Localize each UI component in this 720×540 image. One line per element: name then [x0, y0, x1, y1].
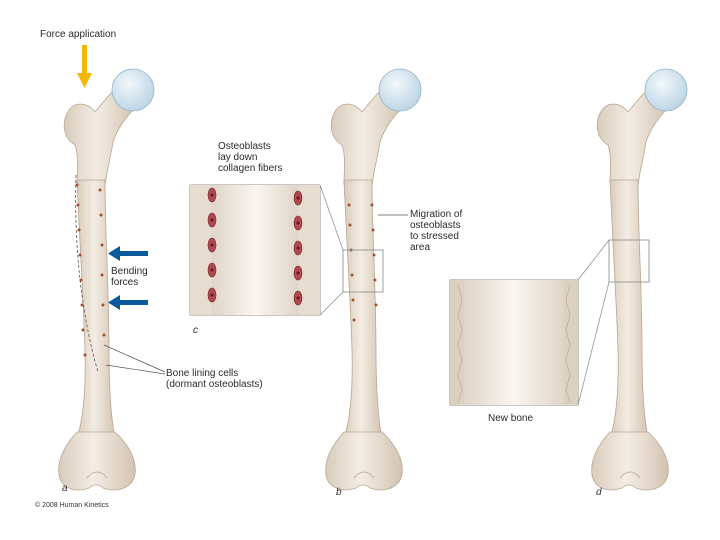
new-bone-label: New bone — [488, 413, 534, 424]
migration-line-4: area — [410, 242, 431, 253]
bending-forces-line-1: Bending — [111, 266, 148, 277]
osteoblast-dots-a — [75, 183, 106, 357]
osteoblasts-lay-down-label: Osteoblasts lay down collagen fibers — [218, 141, 282, 174]
bending-forces-line-2: forces — [111, 277, 139, 288]
bending-forces-label: Bending forces — [111, 266, 148, 288]
osteoblasts-line-1: Osteoblasts — [218, 141, 271, 152]
migration-line-2: osteoblasts — [410, 220, 461, 231]
migration-line-1: Migration of — [410, 209, 463, 220]
panel-letter-b: b — [336, 487, 342, 498]
copyright-notice: © 2008 Human Kinetics — [35, 502, 109, 509]
panel-letter-a: a — [62, 483, 68, 494]
inset-c — [189, 184, 321, 316]
bone-lining-cells-label: Bone lining cells (dormant osteoblasts) — [166, 368, 263, 390]
zoom-leaders-c — [319, 184, 344, 316]
osteoblast-dots-b — [347, 203, 378, 322]
femur-b — [325, 68, 422, 491]
migration-line-3: to stressed — [410, 231, 459, 242]
bending-outline — [75, 174, 99, 373]
bending-arrows — [108, 246, 148, 310]
zoom-leaders-d — [577, 239, 610, 406]
force-application-label: Force application — [40, 29, 117, 40]
panel-letter-c: c — [193, 325, 198, 336]
osteoblasts-line-3: collagen fibers — [218, 163, 283, 174]
force-arrow — [77, 45, 92, 88]
osteoblasts-line-2: lay down — [218, 152, 258, 163]
bone-lining-leaders — [103, 344, 166, 375]
zoom-box-b — [342, 249, 384, 293]
panel-letter-d: d — [596, 487, 602, 498]
bone-lining-line-1: Bone lining cells — [166, 368, 239, 379]
inset-new-bone — [449, 279, 579, 406]
migration-label: Migration of osteoblasts to stressed are… — [410, 209, 462, 253]
bone-lining-line-2: (dormant osteoblasts) — [166, 379, 263, 390]
femur-d — [591, 68, 688, 491]
zoom-box-d — [608, 239, 650, 283]
